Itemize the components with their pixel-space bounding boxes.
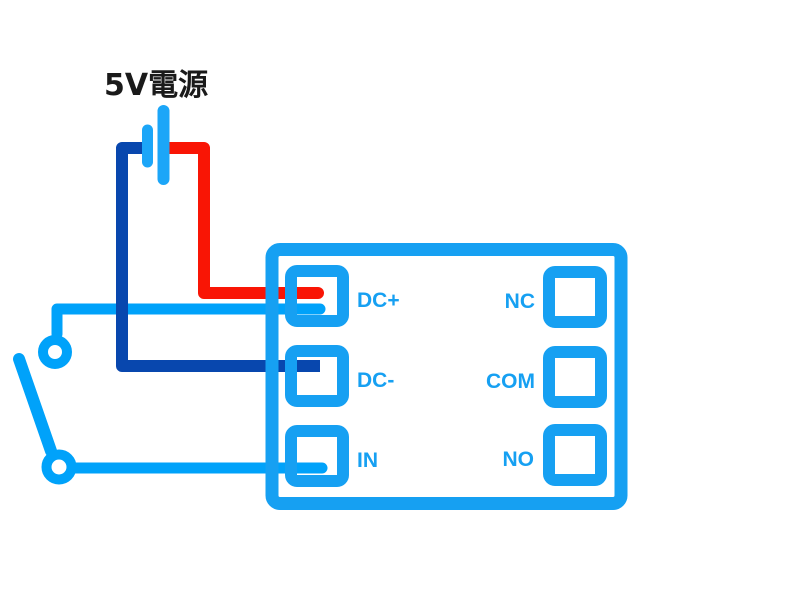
- switch-lever: [13, 353, 57, 457]
- terminal-label-nc: NC: [505, 290, 535, 313]
- terminal-com: [543, 346, 607, 408]
- terminal-no: [543, 424, 607, 486]
- positive-wire-red: [160, 142, 324, 299]
- switch-upper-terminal: [38, 335, 72, 369]
- terminal-label-dc-plus: DC+: [357, 289, 400, 312]
- power-supply-label: 5V電源: [104, 68, 208, 103]
- switch-to-dcplus-wire: [51, 303, 326, 340]
- module-outline: [265, 243, 628, 510]
- switch-circuit: [13, 303, 328, 485]
- battery-symbol: [142, 105, 170, 185]
- terminal-nc: [543, 266, 607, 328]
- terminal-label-com: COM: [486, 370, 535, 393]
- terminal-dc-minus: [285, 345, 349, 407]
- terminal-label-in: IN: [357, 449, 378, 472]
- relay-module: DC+ DC- IN NC COM NO: [265, 243, 628, 510]
- power-circuit: [116, 142, 324, 372]
- terminal-label-dc-minus: DC-: [357, 369, 394, 392]
- terminal-label-no: NO: [503, 448, 535, 471]
- terminal-in: [285, 425, 349, 487]
- terminal-dc-plus: [285, 265, 349, 327]
- switch-lower-terminal: [41, 449, 77, 485]
- negative-wire-dark-blue: [116, 142, 320, 372]
